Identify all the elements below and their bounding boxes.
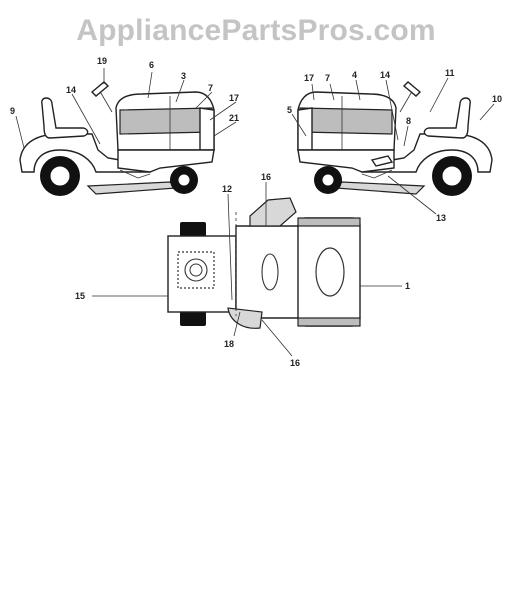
label-12: 12 — [222, 184, 232, 194]
label-21: 21 — [229, 113, 239, 123]
top-seat-pivot-inner — [189, 263, 203, 277]
right-grille — [297, 107, 313, 151]
left-grille — [199, 107, 215, 151]
right-tractor-seat — [423, 97, 471, 139]
label-7: 7 — [208, 83, 213, 93]
top-rear-right-tire — [180, 310, 206, 326]
label-14: 14 — [66, 85, 76, 95]
label-14-right: 14 — [380, 70, 390, 80]
label-10: 10 — [492, 94, 502, 104]
label-8: 8 — [406, 116, 411, 126]
watermark-text: AppliancePartsPros.com — [76, 14, 436, 47]
right-mower-deck — [334, 181, 426, 195]
left-tractor-seat — [41, 97, 89, 139]
left-front-hub — [177, 173, 191, 187]
label-11: 11 — [445, 68, 455, 78]
top-seat-pivot — [184, 258, 208, 282]
label-19: 19 — [97, 56, 107, 66]
top-seat-outline — [177, 251, 215, 289]
label-17-right: 17 — [304, 73, 314, 83]
top-hood-stripe-bottom — [297, 317, 361, 327]
label-1: 1 — [405, 281, 410, 291]
right-rear-hub — [441, 165, 463, 187]
top-hood — [297, 217, 361, 327]
label-7-right: 7 — [325, 73, 330, 83]
label-4: 4 — [352, 70, 357, 80]
label-16-top: 16 — [261, 172, 271, 182]
label-3: 3 — [181, 71, 186, 81]
top-view-tractor: 12 16 1 15 18 16 — [75, 172, 410, 368]
left-hood-decal — [119, 107, 213, 135]
right-front-hub — [321, 173, 335, 187]
top-hood-stripe-top — [297, 217, 361, 227]
left-steering-wheel — [90, 81, 110, 97]
right-tractor-frame — [297, 149, 395, 173]
label-16-bottom: 16 — [290, 358, 300, 368]
top-center-body — [235, 225, 301, 319]
label-18: 18 — [224, 339, 234, 349]
left-tractor: 19 6 3 7 17 14 9 21 — [10, 56, 239, 196]
left-mower-deck — [86, 181, 178, 195]
label-15: 15 — [75, 291, 85, 301]
label-6: 6 — [149, 60, 154, 70]
right-lift-lever — [370, 155, 394, 167]
label-9: 9 — [10, 106, 15, 116]
top-discharge-chute — [227, 307, 263, 329]
top-hood-vent — [315, 247, 345, 297]
top-rear-left-tire — [180, 222, 206, 238]
left-tractor-frame — [117, 149, 215, 173]
right-steering-wheel — [402, 81, 422, 97]
top-dash-opening — [261, 253, 279, 291]
label-17: 17 — [229, 93, 239, 103]
right-hood-decal — [299, 107, 393, 135]
right-tractor: 17 7 4 14 11 10 5 8 13 — [287, 68, 502, 223]
label-13: 13 — [436, 213, 446, 223]
label-5: 5 — [287, 105, 292, 115]
top-dash — [249, 197, 297, 227]
left-rear-hub — [49, 165, 71, 187]
